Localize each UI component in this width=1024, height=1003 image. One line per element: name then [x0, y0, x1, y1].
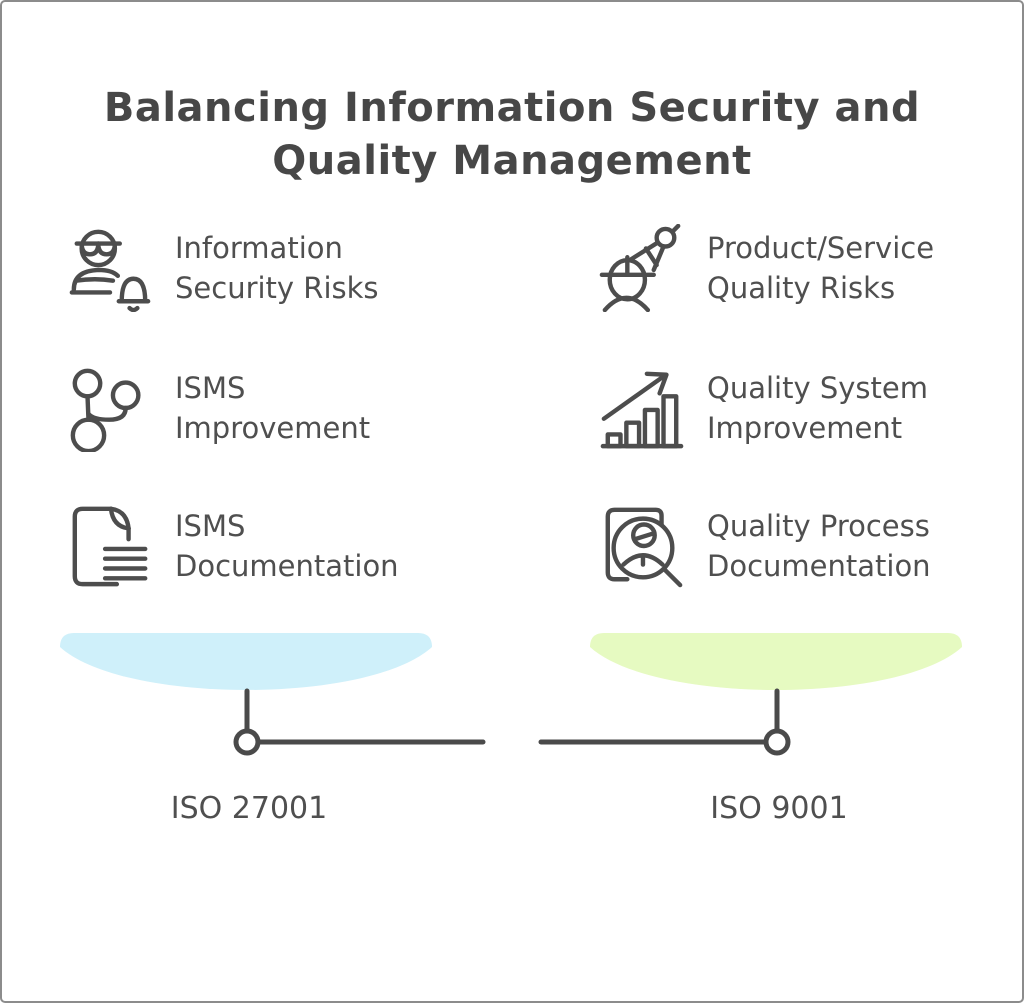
list-item-label: ISMS Improvement — [175, 371, 371, 445]
list-item-information-security-risks: Information Security Risks — [66, 223, 379, 313]
spy-person-bell-icon — [66, 224, 154, 312]
page-title: Balancing Information Security and Quali… — [2, 82, 1022, 188]
iso-27001-label: ISO 27001 — [170, 791, 328, 826]
page-title-line1: Balancing Information Security and — [103, 85, 921, 131]
git-branch-icon — [66, 364, 154, 452]
iso-9001-label: ISO 9001 — [710, 791, 848, 826]
list-item-product-service-quality-risks: Product/Service Quality Risks — [598, 223, 934, 313]
left-pan — [60, 633, 432, 690]
list-item-label: ISMS Documentation — [175, 509, 399, 583]
list-item-label: Product/Service Quality Risks — [707, 231, 935, 305]
list-item-quality-system-improvement: Quality System Improvement — [598, 363, 928, 453]
page-title-line2: Quality Management — [272, 138, 752, 184]
right-pan — [590, 633, 962, 690]
list-item-isms-improvement: ISMS Improvement — [66, 363, 370, 453]
list-item-label: Quality System Improvement — [707, 371, 928, 445]
growth-chart-arrow-icon — [598, 364, 686, 452]
document-lines-icon — [66, 502, 154, 590]
list-item-label: Information Security Risks — [175, 231, 379, 305]
right-pivot-circle — [763, 728, 791, 756]
list-item-label: Quality Process Documentation — [707, 509, 931, 583]
left-pivot-circle — [233, 728, 261, 756]
list-item-quality-process-documentation: Quality Process Documentation — [598, 501, 931, 591]
list-item-isms-documentation: ISMS Documentation — [66, 501, 399, 591]
engineer-compass-icon — [598, 224, 686, 312]
document-magnifier-person-icon — [598, 502, 686, 590]
